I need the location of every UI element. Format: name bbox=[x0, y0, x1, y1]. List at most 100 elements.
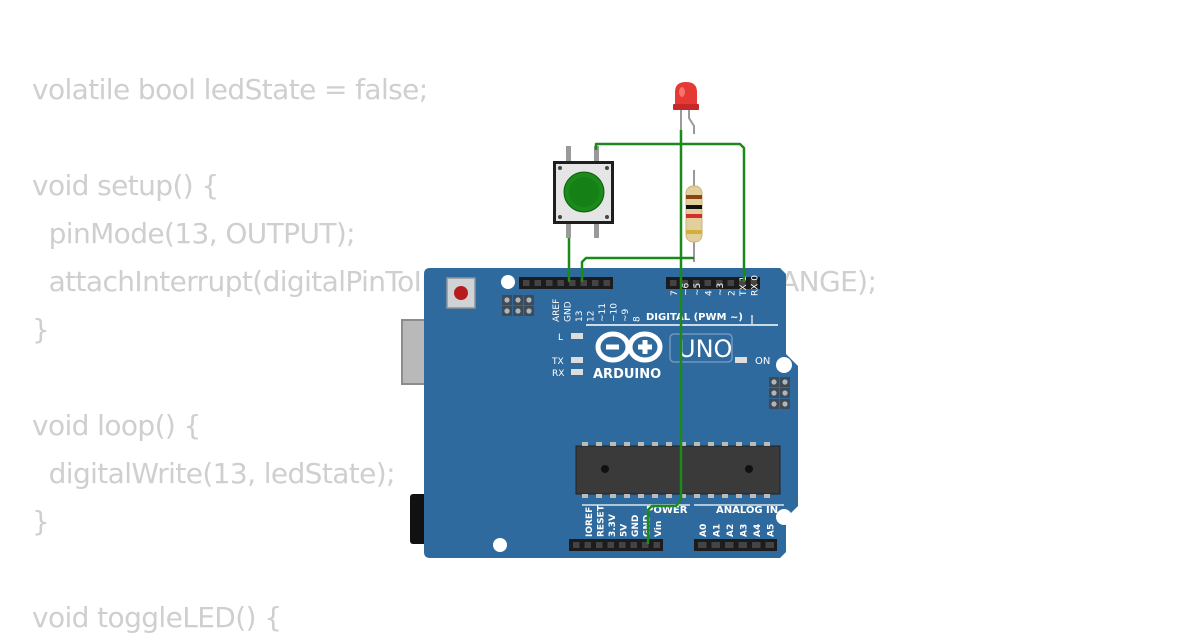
icsp-pin bbox=[526, 308, 532, 314]
icsp-pin bbox=[526, 297, 532, 303]
header-socket[interactable] bbox=[711, 542, 721, 548]
pin-label: ~9 bbox=[621, 308, 631, 322]
icsp-header-right bbox=[769, 377, 790, 409]
header-socket[interactable] bbox=[642, 542, 649, 548]
pin-label: GND bbox=[631, 515, 641, 537]
icsp-pin bbox=[782, 390, 788, 396]
icsp-pin bbox=[782, 379, 788, 385]
header-socket[interactable] bbox=[681, 280, 689, 286]
pin-label: ~11 bbox=[598, 303, 608, 322]
pin-label: A4 bbox=[753, 524, 763, 537]
header-socket[interactable] bbox=[534, 280, 542, 286]
pin-label: ~10 bbox=[609, 303, 619, 322]
header-socket[interactable] bbox=[569, 280, 576, 286]
pin-label: 7 bbox=[670, 290, 680, 296]
header-socket[interactable] bbox=[630, 542, 638, 548]
pin-label: 2 bbox=[727, 290, 737, 296]
code-line: void setup() { bbox=[32, 169, 219, 202]
header-socket[interactable] bbox=[619, 542, 626, 548]
header-socket[interactable] bbox=[557, 280, 565, 286]
header-socket[interactable] bbox=[670, 280, 677, 286]
tx-led bbox=[571, 357, 583, 363]
icsp-header bbox=[502, 295, 534, 316]
header-socket[interactable] bbox=[698, 542, 707, 548]
header-socket[interactable] bbox=[704, 280, 712, 286]
header-socket[interactable] bbox=[573, 542, 580, 548]
header-socket[interactable] bbox=[603, 280, 611, 286]
header-socket[interactable] bbox=[546, 280, 553, 286]
code-line: volatile bool ledState = false; bbox=[32, 73, 428, 106]
icsp-pin bbox=[504, 297, 510, 303]
microcontroller-chip bbox=[575, 442, 781, 498]
icsp-pin bbox=[504, 308, 510, 314]
icsp-pin bbox=[771, 379, 777, 385]
header-socket[interactable] bbox=[596, 542, 603, 548]
arduino-logo-icon bbox=[595, 331, 663, 363]
pin-label: ~6 bbox=[681, 282, 691, 296]
pin-label: RESET bbox=[596, 504, 606, 537]
code-line: pinMode(13, OUTPUT); bbox=[32, 217, 356, 250]
reset-button[interactable] bbox=[446, 277, 476, 309]
header-socket[interactable] bbox=[727, 280, 735, 286]
header-socket[interactable] bbox=[738, 542, 748, 548]
header-socket[interactable] bbox=[750, 280, 758, 286]
on-led-label: ON bbox=[755, 356, 770, 367]
rx-led bbox=[571, 369, 583, 375]
pin-label: ~3 bbox=[716, 283, 726, 296]
code-line: } bbox=[32, 313, 50, 346]
resistor bbox=[685, 170, 703, 262]
header-socket[interactable] bbox=[523, 280, 530, 286]
pin-label: 8 bbox=[632, 316, 642, 322]
header-socket[interactable] bbox=[607, 542, 615, 548]
pin-label: A1 bbox=[712, 524, 722, 537]
code-line: digitalWrite(13, ledState); bbox=[32, 457, 396, 490]
icsp-pin bbox=[782, 401, 788, 407]
power-header bbox=[569, 539, 663, 551]
pin-label: RX 0 bbox=[750, 275, 760, 296]
header-socket[interactable] bbox=[653, 542, 661, 548]
rx-led-label: RX bbox=[552, 369, 564, 379]
pin-label: GND bbox=[563, 301, 573, 322]
header-socket[interactable] bbox=[725, 542, 734, 548]
header-socket[interactable] bbox=[739, 280, 746, 286]
l-led bbox=[571, 333, 583, 339]
header-socket[interactable] bbox=[716, 280, 723, 286]
header-socket[interactable] bbox=[592, 280, 599, 286]
mounting-hole bbox=[776, 357, 792, 373]
code-line: } bbox=[32, 505, 50, 538]
header-socket[interactable] bbox=[580, 280, 588, 286]
model-box bbox=[669, 333, 733, 363]
pin-label: Vin bbox=[654, 521, 664, 537]
icsp-pin bbox=[771, 390, 777, 396]
analog-header bbox=[694, 539, 777, 551]
pin-label: 13 bbox=[575, 311, 585, 322]
mounting-hole bbox=[493, 538, 507, 552]
header-socket[interactable] bbox=[584, 542, 592, 548]
pin-label: 5V bbox=[619, 524, 629, 537]
digital-header-right bbox=[666, 277, 760, 289]
mounting-hole bbox=[776, 509, 792, 525]
analog-label: ANALOG IN bbox=[716, 505, 778, 516]
wire-led-cathode-to-gnd bbox=[646, 130, 683, 544]
pin-label: IOREF bbox=[585, 507, 595, 537]
mounting-hole bbox=[501, 275, 515, 289]
icsp-pin bbox=[771, 401, 777, 407]
on-led bbox=[735, 357, 747, 363]
pin-label: ~5 bbox=[693, 283, 703, 296]
pin-label: 12 bbox=[586, 311, 596, 322]
icsp-pin bbox=[515, 308, 521, 314]
header-socket[interactable] bbox=[765, 542, 775, 548]
digital-header-left bbox=[519, 277, 613, 289]
brand-label: ARDUINO bbox=[593, 367, 661, 382]
model-label: UNO bbox=[678, 335, 732, 363]
l-led-label: L bbox=[558, 333, 563, 343]
pin-label: TX 1 bbox=[739, 276, 749, 297]
pin-label: A2 bbox=[726, 524, 736, 537]
push-button[interactable] bbox=[553, 146, 614, 238]
pin-label: 3.3V bbox=[608, 514, 618, 537]
header-socket[interactable] bbox=[693, 280, 700, 286]
header-socket[interactable] bbox=[752, 542, 761, 548]
